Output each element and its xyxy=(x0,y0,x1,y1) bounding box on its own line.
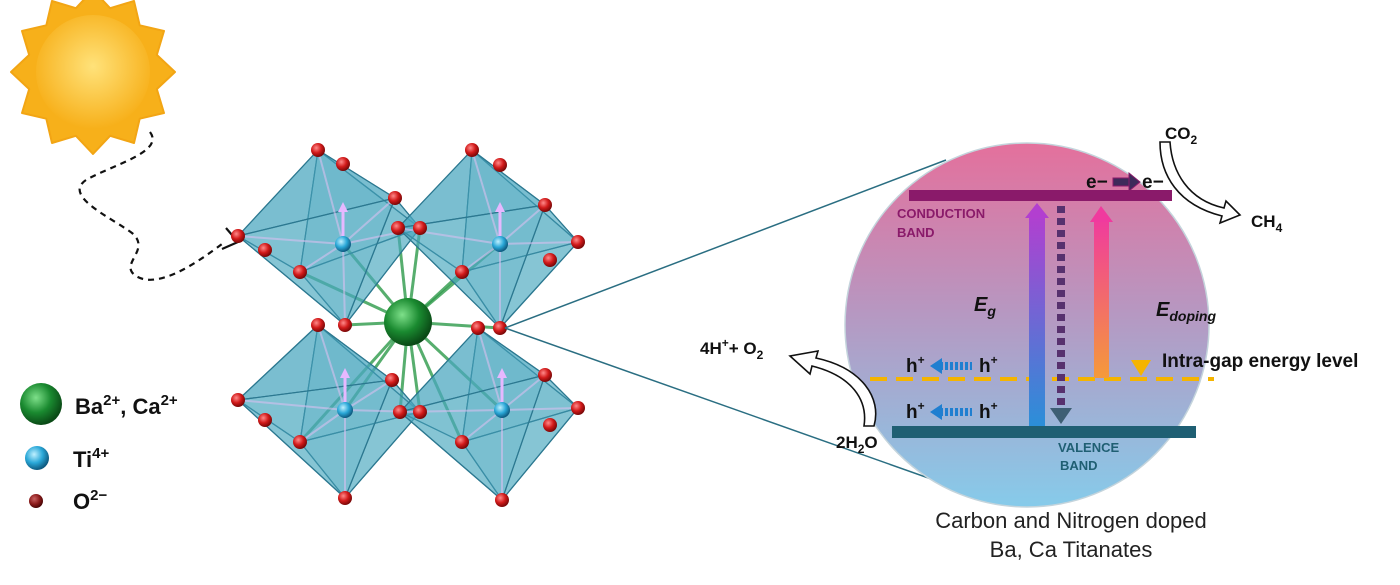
zoom-line-bottom xyxy=(504,327,969,493)
co2-to-ch4-arrow xyxy=(1159,141,1242,225)
hole-label-upper-left: h+ xyxy=(906,353,925,377)
hole-label-lower-right: h+ xyxy=(979,399,998,423)
eg-label: Eg xyxy=(974,294,996,319)
conduction-band-label: CONDUCTION xyxy=(897,206,985,221)
perovskite-crystal-structure xyxy=(231,143,585,507)
edoping-arrow-head xyxy=(1090,206,1113,222)
legend-ba-ca-label: Ba2+, Ca2+ xyxy=(75,392,178,419)
eg-arrow-head xyxy=(1025,203,1049,218)
sun-icon xyxy=(10,0,176,155)
caption-line-2: Ba, Ca Titanates xyxy=(990,537,1153,562)
conduction-band-bar xyxy=(909,190,1172,201)
ch4-label: CH4 xyxy=(1251,212,1283,235)
valence-band-bar xyxy=(892,426,1196,438)
legend-o-label: O2− xyxy=(73,487,107,514)
recombination-arrow-head xyxy=(1050,408,1072,424)
electron-label-right: e− xyxy=(1142,172,1164,193)
electron-transfer-arrow-shaft xyxy=(1112,177,1130,187)
co2-label: CO2 xyxy=(1165,124,1198,147)
water-oxidation-arrow xyxy=(788,349,877,427)
legend-ti-label: Ti4+ xyxy=(73,445,109,472)
water-label: 2H2O xyxy=(836,433,878,456)
hole-label-lower-left: h+ xyxy=(906,399,925,423)
legend-ti-atom xyxy=(25,446,49,470)
legend-ba-ca-atom xyxy=(20,383,62,425)
valence-band-label: VALENCE xyxy=(1058,440,1119,455)
valence-band-label-2: BAND xyxy=(1060,458,1098,473)
hole-transfer-arrow-upper xyxy=(930,358,972,374)
electron-transfer-arrow-head xyxy=(1128,171,1141,193)
caption-line-1: Carbon and Nitrogen doped xyxy=(935,508,1207,533)
legend: Ba2+, Ca2+ Ti4+ O2− xyxy=(20,383,178,514)
edoping-arrow-shaft xyxy=(1094,218,1109,378)
conduction-band-label-2: BAND xyxy=(897,225,935,240)
electron-label-left: e− xyxy=(1086,172,1108,193)
eg-arrow-shaft xyxy=(1029,214,1045,426)
hole-label-upper-right: h+ xyxy=(979,353,998,377)
hole-transfer-arrow-lower xyxy=(930,404,972,420)
legend-o-atom xyxy=(29,494,43,508)
intra-gap-label: Intra-gap energy level xyxy=(1162,351,1358,372)
intra-gap-relax-arrow-head xyxy=(1131,360,1151,376)
zoom-line-top xyxy=(504,159,947,329)
oxygen-evolution-label: 4H++ O2 xyxy=(700,336,764,362)
edoping-label: Edoping xyxy=(1156,299,1216,324)
light-path xyxy=(78,131,223,281)
